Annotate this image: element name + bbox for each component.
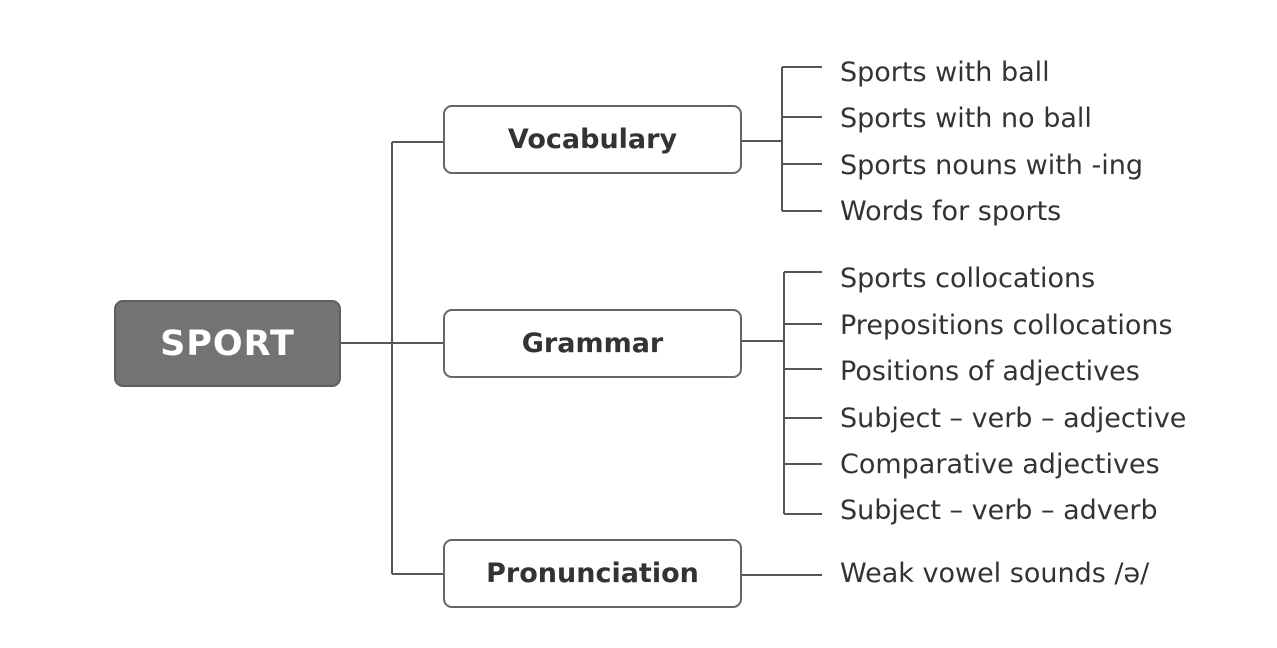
branch-node-pronunciation: Pronunciation bbox=[443, 539, 742, 608]
branch-node-grammar: Grammar bbox=[443, 309, 742, 378]
root-label: SPORT bbox=[160, 323, 295, 364]
leaf-item: Prepositions collocations bbox=[840, 310, 1173, 341]
leaf-item: Sports collocations bbox=[840, 263, 1096, 294]
leaf-item: Sports with no ball bbox=[840, 103, 1092, 134]
leaf-item: Sports nouns with -ing bbox=[840, 150, 1143, 181]
root-node-sport: SPORT bbox=[114, 300, 341, 387]
branch-label: Vocabulary bbox=[507, 124, 678, 155]
leaf-item: Subject – verb – adjective bbox=[840, 403, 1187, 434]
leaf-item: Weak vowel sounds /ə/ bbox=[840, 558, 1150, 589]
leaf-item: Sports with ball bbox=[840, 57, 1050, 88]
leaf-item: Comparative adjectives bbox=[840, 449, 1160, 480]
leaf-item: Subject – verb – adverb bbox=[840, 495, 1158, 526]
branch-label: Grammar bbox=[521, 328, 664, 359]
leaf-item: Positions of adjectives bbox=[840, 356, 1140, 387]
leaf-item: Words for sports bbox=[840, 196, 1062, 227]
branch-node-vocabulary: Vocabulary bbox=[443, 105, 742, 174]
branch-label: Pronunciation bbox=[486, 558, 699, 589]
